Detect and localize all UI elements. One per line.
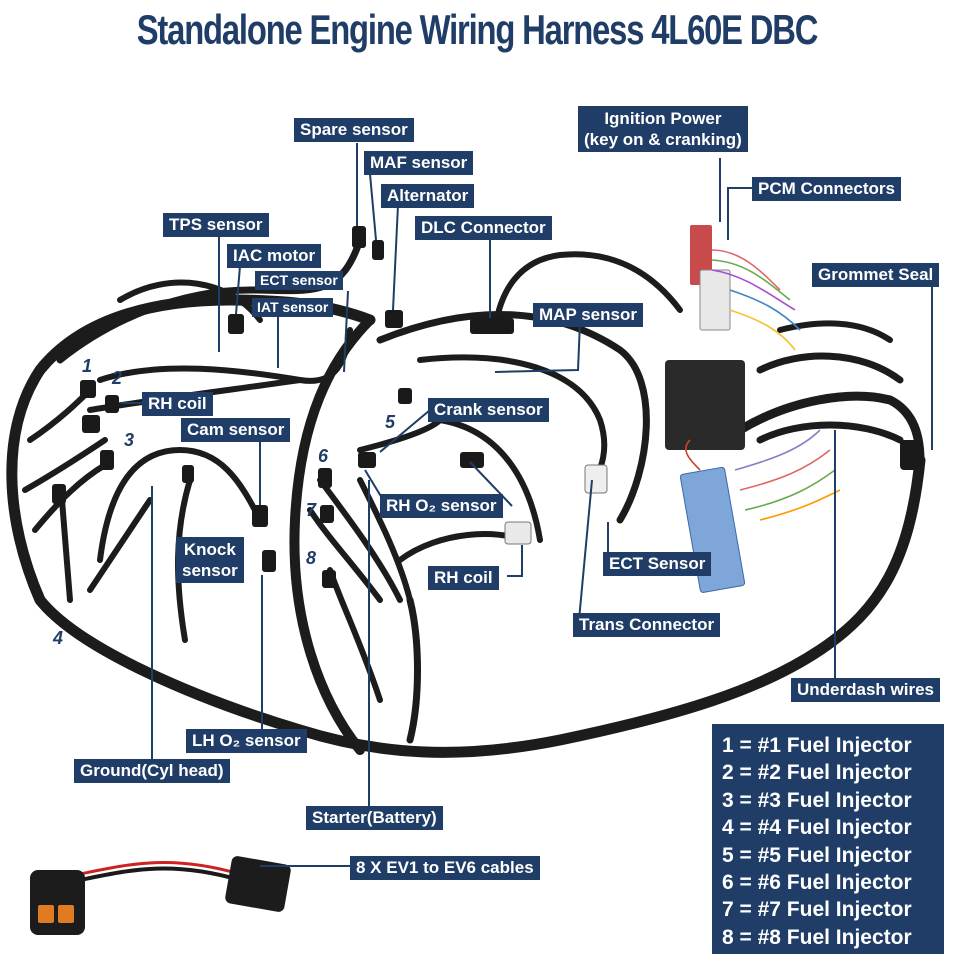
label-cam-sensor: Cam sensor — [181, 418, 291, 442]
legend-item-7: 7 = #7 Fuel Injector — [722, 898, 912, 922]
injector-number-5: 5 — [385, 412, 396, 432]
label-iac-motor: IAC motor — [227, 244, 322, 268]
ev1-ev6-adapter-cable — [30, 856, 291, 935]
injector-number-8: 8 — [306, 548, 317, 568]
injector-number-7: 7 — [306, 500, 317, 520]
legend-item-4: 4 = #4 Fuel Injector — [722, 816, 912, 840]
injector-legend: 1 = #1 Fuel Injector 2 = #2 Fuel Injecto… — [712, 724, 944, 954]
label-crank-sensor: Crank sensor — [428, 398, 549, 422]
label-ect-sensor-trans: ECT Sensor — [603, 552, 712, 576]
label-ev-cables: 8 X EV1 to EV6 cables — [350, 856, 540, 880]
label-rh-coil-top: RH coil — [142, 392, 213, 416]
injector-number-4: 4 — [53, 628, 64, 648]
legend-item-8: 8 = #8 Fuel Injector — [722, 925, 912, 949]
injector-number-2: 2 — [112, 368, 123, 388]
legend-item-6: 6 = #6 Fuel Injector — [722, 871, 912, 895]
legend-item-5: 5 = #5 Fuel Injector — [722, 843, 912, 867]
label-knock-sensor: Knock sensor — [176, 537, 244, 583]
label-underdash-wires: Underdash wires — [791, 678, 940, 702]
label-iat-sensor: IAT sensor — [252, 298, 334, 317]
label-spare-sensor: Spare sensor — [294, 118, 414, 142]
injector-number-3: 3 — [124, 430, 135, 450]
injector-number-1: 1 — [82, 356, 93, 376]
legend-item-3: 3 = #3 Fuel Injector — [722, 788, 912, 812]
label-pcm-connectors: PCM Connectors — [752, 177, 901, 201]
injector-number-6: 6 — [318, 446, 329, 466]
legend-item-1: 1 = #1 Fuel Injector — [722, 734, 912, 757]
label-ignition-power: Ignition Power (key on & cranking) — [578, 106, 748, 152]
label-rh-coil-bottom: RH coil — [428, 566, 499, 590]
label-dlc-connector: DLC Connector — [415, 216, 552, 240]
label-tps-sensor: TPS sensor — [163, 213, 269, 237]
diagram-title: Standalone Engine Wiring Harness 4L60E D… — [136, 6, 819, 53]
knock-sensor-line-2: sensor — [182, 561, 238, 580]
label-trans-connector: Trans Connector — [573, 613, 721, 637]
label-ect-sensor: ECT sensor — [255, 271, 343, 290]
ignition-power-title: Ignition Power — [604, 109, 722, 128]
label-lh-o2-sensor: LH O₂ sensor — [186, 729, 307, 753]
label-maf-sensor: MAF sensor — [364, 151, 474, 175]
label-rh-o2-sensor: RH O₂ sensor — [380, 494, 503, 518]
knock-sensor-line-1: Knock — [183, 540, 236, 559]
label-grommet-seal: Grommet Seal — [812, 263, 940, 287]
label-map-sensor: MAP sensor — [533, 303, 643, 327]
legend-item-2: 2 = #2 Fuel Injector — [722, 761, 912, 785]
label-alternator: Alternator — [381, 184, 475, 208]
label-ground-cyl-head: Ground(Cyl head) — [74, 759, 230, 783]
label-starter-battery: Starter(Battery) — [306, 806, 443, 830]
ignition-power-subtitle: (key on & cranking) — [584, 130, 742, 149]
